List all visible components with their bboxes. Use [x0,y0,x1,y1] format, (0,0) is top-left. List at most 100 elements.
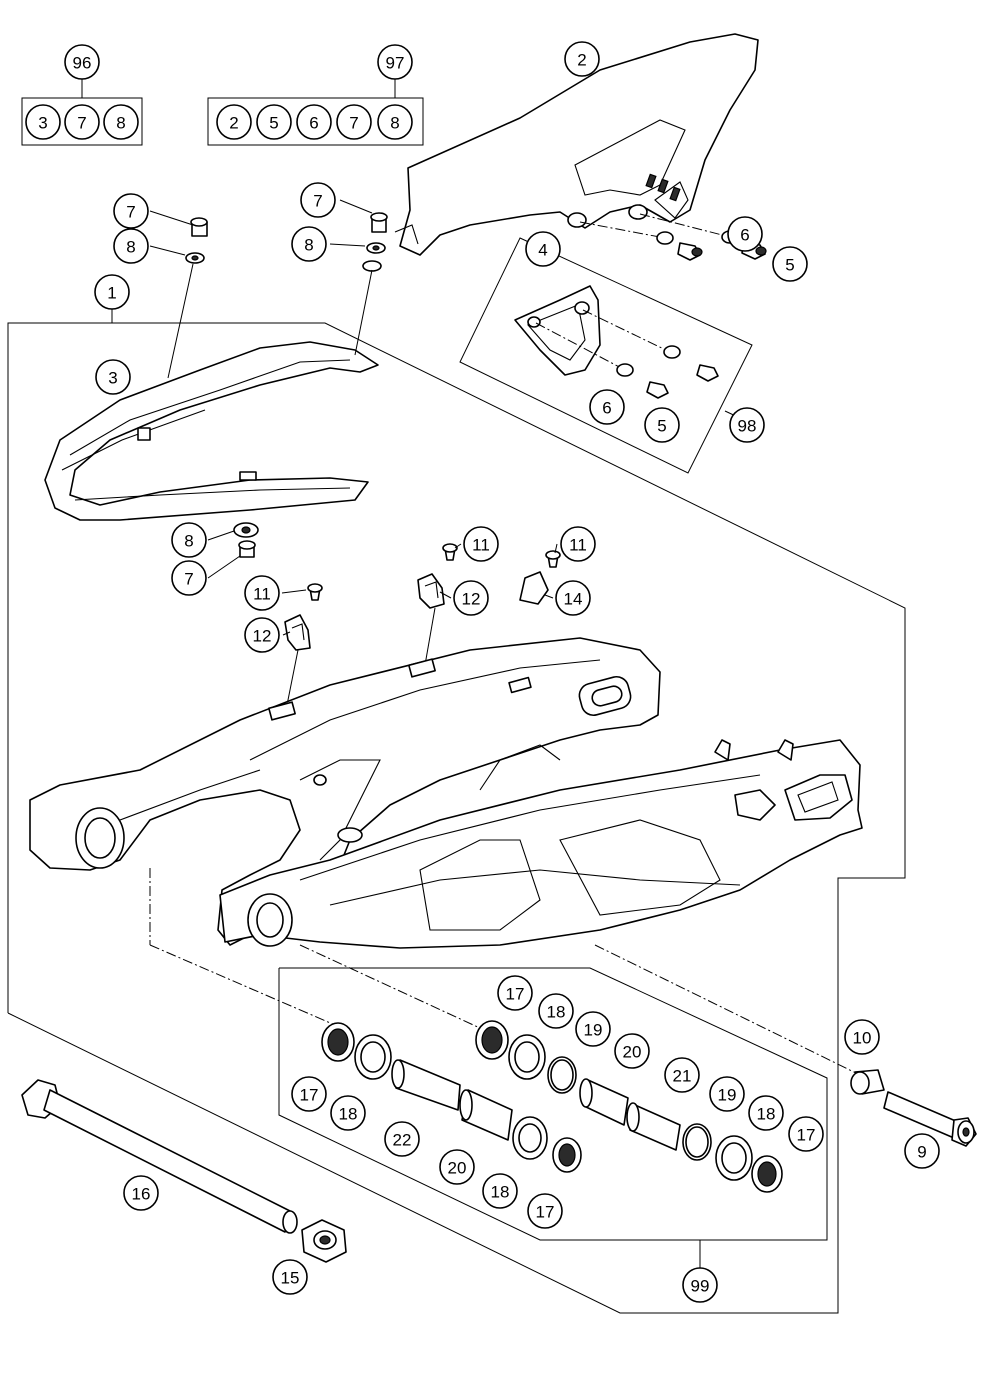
callout-label: 6 [309,114,318,133]
callout-circle [589,389,625,425]
callout-c14: 14 [555,580,591,616]
kit-98-frame [459,237,753,474]
callout-circle [377,104,413,140]
callout-circle [171,522,207,558]
callout-circle [171,560,207,596]
chain-guard [394,33,759,256]
callout-c10: 10 [844,1019,880,1055]
alignment-lines [149,868,861,1076]
callout-label: 15 [281,1269,300,1288]
callout-label: 7 [77,114,86,133]
callout-c8a: 8 [113,228,149,264]
callout-circle [330,1095,366,1131]
callout-circle [300,182,336,218]
callout-c96-3: 3 [25,104,61,140]
callout-label: 21 [673,1067,692,1086]
callout-label: 19 [718,1086,737,1105]
callout-circle [256,104,292,140]
callout-label: 7 [184,570,193,589]
callout-label: 97 [386,54,405,73]
callout-label: 14 [564,590,583,609]
callout-circle [644,407,680,443]
callout-circle [727,216,763,252]
callout-c5a: 5 [772,246,808,282]
callout-circle [244,617,280,653]
callout-label: 16 [132,1185,151,1204]
callout-circle [377,44,413,80]
callout-c97-5: 5 [256,104,292,140]
leader-lines [149,199,558,636]
callout-c6b: 6 [589,389,625,425]
callout-c19b: 19 [709,1076,745,1112]
callout-circle [788,1116,824,1152]
swingarm [29,637,863,949]
callout-circle [772,246,808,282]
callout-label: 8 [116,114,125,133]
callout-circle [538,993,574,1029]
callout-label: 11 [472,536,490,555]
callout-label: 6 [602,399,611,418]
callout-c19a: 19 [575,1011,611,1047]
callout-circle [113,228,149,264]
callout-label: 2 [577,51,586,70]
callout-label: 7 [126,203,135,222]
callout-c12a: 12 [453,580,489,616]
callout-c17b: 17 [788,1116,824,1152]
callout-label: 17 [506,985,525,1004]
callout-c18c: 18 [330,1095,366,1131]
callout-label: 2 [229,114,238,133]
callout-label: 11 [569,536,587,555]
callout-c18b: 18 [748,1095,784,1131]
callout-c1: 1 [94,274,130,310]
callout-circle [682,1267,718,1303]
callout-label: 9 [917,1143,926,1162]
callout-label: 18 [491,1183,510,1202]
callout-circle [463,526,499,562]
callout-circle [216,104,252,140]
callout-circle [336,104,372,140]
callout-c17c: 17 [291,1076,327,1112]
callout-c97-2: 2 [216,104,252,140]
callout-c96-7: 7 [64,104,100,140]
callout-label: 20 [623,1043,642,1062]
callout-label: 17 [300,1086,319,1105]
callout-circle [94,274,130,310]
callout-label: 18 [757,1105,776,1124]
callout-circle [525,231,561,267]
callout-c17a: 17 [497,975,533,1011]
callout-c6a: 6 [727,216,763,252]
callout-label: 98 [738,417,757,436]
callout-circle [564,41,600,77]
callout-circle [482,1173,518,1209]
callout-circle [64,44,100,80]
kit-97 [207,79,424,146]
callout-c9: 9 [904,1133,940,1169]
callout-c11a: 11 [463,526,499,562]
callout-label: 22 [393,1131,412,1150]
callout-circle [664,1057,700,1093]
callout-c96-8: 8 [103,104,139,140]
callout-label: 10 [853,1029,872,1048]
callout-c16: 16 [123,1175,159,1211]
kit-96 [21,79,143,146]
callout-c20a: 20 [614,1033,650,1069]
callout-circle [95,359,131,395]
callout-circle [272,1259,308,1295]
callout-c18d: 18 [482,1173,518,1209]
callout-label: 12 [253,627,272,646]
callout-c22: 22 [384,1121,420,1157]
callout-c7b: 7 [300,182,336,218]
callout-c18a: 18 [538,993,574,1029]
callout-circle [291,1076,327,1112]
callout-circle [555,580,591,616]
callout-c15: 15 [272,1259,308,1295]
callout-label: 18 [339,1105,358,1124]
callout-circle [64,104,100,140]
callout-circle [103,104,139,140]
callout-circle [614,1033,650,1069]
bearing-set [321,1020,783,1193]
callout-label: 5 [269,114,278,133]
callout-c4: 4 [525,231,561,267]
callout-circle [113,193,149,229]
callout-c97-6: 6 [296,104,332,140]
